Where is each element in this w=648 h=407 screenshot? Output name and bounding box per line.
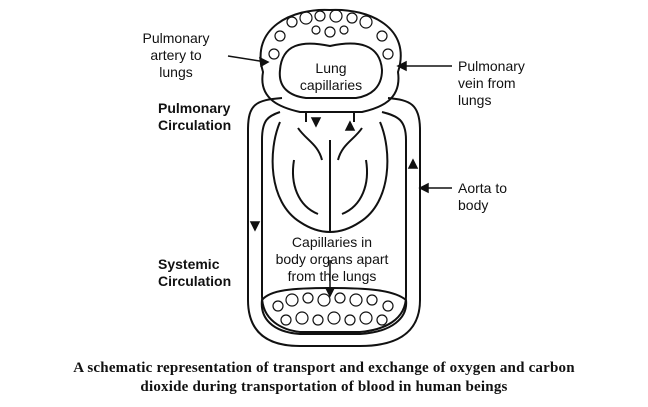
pulmonary-circulation-label: Pulmonary Circulation xyxy=(158,100,232,133)
body-capillaries-label: Capillaries in body organs apart from th… xyxy=(275,234,389,284)
pulmonary-vein-label: Pulmonary vein from lungs xyxy=(458,58,525,108)
right-ventricle-wall xyxy=(292,159,319,215)
caption-line-1: A schematic representation of transport … xyxy=(73,360,575,376)
lung-inner-space xyxy=(278,42,384,99)
systemic-loop-outer xyxy=(247,97,421,347)
pulmonary-artery-label: Pulmonary artery to lungs xyxy=(142,30,210,80)
caption-line-2: dioxide during transportation of blood i… xyxy=(140,379,508,395)
left-atrium-valve xyxy=(337,127,363,161)
left-ventricle-wall xyxy=(341,159,368,215)
lung-capillaries-label: Lung capillaries xyxy=(299,60,363,93)
label-pointers xyxy=(227,55,452,298)
heart-right-side xyxy=(329,121,389,233)
body-capillary-bed xyxy=(260,286,408,335)
capillary-mesh xyxy=(268,9,394,326)
lung-capillary-bed xyxy=(259,8,402,113)
heart-left-side xyxy=(271,121,331,233)
aorta-label: Aorta to body xyxy=(458,180,508,213)
right-atrium-valve xyxy=(297,127,323,161)
systemic-circulation-label: Systemic Circulation xyxy=(158,256,232,289)
systemic-loop-inner xyxy=(261,111,407,333)
